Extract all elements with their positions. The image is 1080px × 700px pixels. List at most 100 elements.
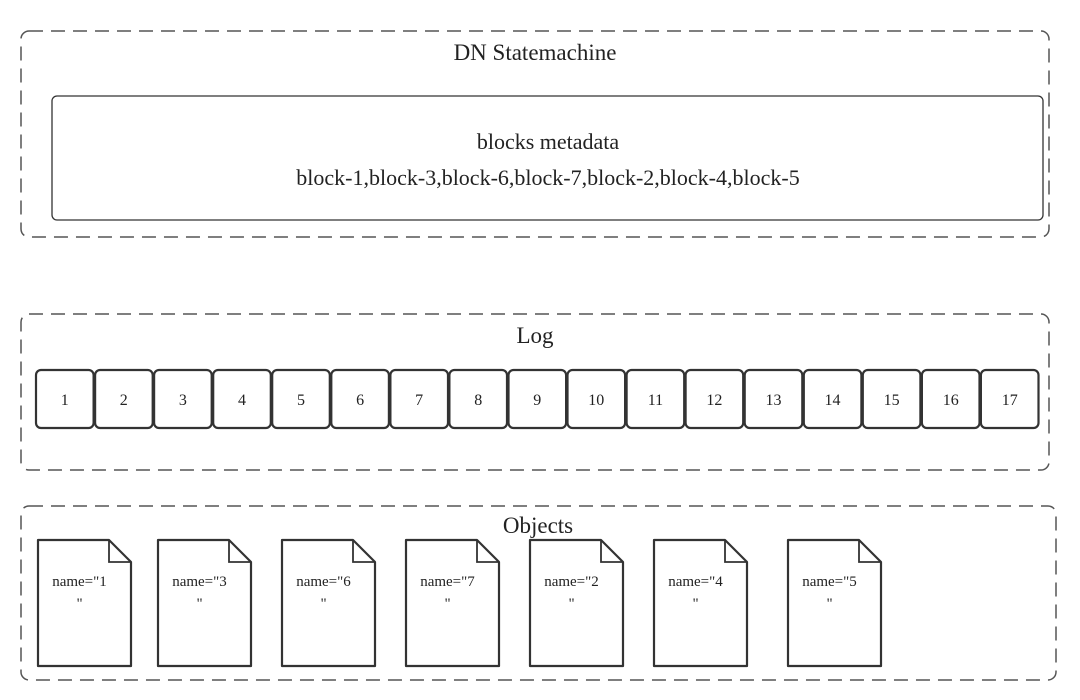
object-document: name="7 ": [404, 538, 501, 668]
log-entry-label: 11: [648, 392, 663, 409]
log-entry: 3: [153, 368, 213, 430]
document-fold-corner: [352, 540, 375, 563]
document-fold-corner: [724, 540, 747, 563]
log-entry-box: [34, 368, 95, 430]
document-fold-corner: [476, 540, 499, 563]
object-name-line2: ": [76, 596, 82, 612]
object-document: name="4 ": [652, 538, 749, 668]
log-entry-label: 16: [943, 392, 959, 409]
log-entry-box: [93, 368, 154, 430]
document-outline: [156, 538, 253, 668]
log-entry-label: 5: [297, 392, 305, 409]
object-document: name="5 ": [786, 538, 883, 668]
objects-title: Objects: [503, 513, 573, 538]
log-entry-label: 4: [238, 392, 246, 409]
log-entry: 9: [507, 368, 568, 430]
log-entry-box: [743, 368, 804, 430]
object-name-line2: ": [826, 596, 832, 612]
log-entry-label: 9: [533, 392, 541, 409]
log-entry: 12: [684, 368, 745, 430]
log-entry-box: [625, 368, 686, 430]
log-entry: 5: [271, 368, 331, 430]
log-entry: 8: [448, 368, 509, 430]
object-name-line2: ": [196, 596, 202, 612]
log-entry: 6: [330, 368, 390, 430]
log-entry-label: 6: [356, 392, 364, 409]
statemachine-title: DN Statemachine: [454, 40, 617, 65]
object-name-line1: name="4: [668, 574, 723, 590]
log-entry: 1: [34, 368, 95, 430]
log-entry: 4: [212, 368, 272, 430]
log-entry-label: 17: [1002, 392, 1018, 409]
log-entry: 7: [389, 368, 450, 430]
document-fold-corner: [108, 540, 131, 563]
log-entry-box: [802, 368, 863, 430]
document-outline: [404, 538, 501, 668]
object-document: name="3 ": [156, 538, 253, 668]
object-document: name="2": [528, 538, 625, 668]
log-entry-label: 14: [825, 392, 841, 409]
log-entry-box: [920, 368, 981, 430]
log-entry: 2: [93, 368, 154, 430]
log-entry-label: 3: [179, 392, 187, 409]
log-entry-label: 12: [706, 392, 722, 409]
document-outline: [36, 538, 133, 668]
log-entry-label: 1: [61, 392, 69, 409]
metadata-title: blocks metadata: [477, 129, 620, 154]
document-outline: [786, 538, 883, 668]
log-entry-box: [507, 368, 568, 430]
objects-section: Objects name="1 " name="3 " name="6 " name="7 "…: [20, 505, 1057, 681]
log-entry-label: 10: [588, 392, 604, 409]
document-fold-corner: [600, 540, 623, 563]
log-entry-box: [979, 368, 1040, 430]
log-boundary: [20, 313, 1050, 471]
log-entry-label: 8: [474, 392, 482, 409]
object-name-line1: name="3: [172, 574, 227, 590]
object-name-line1: name="6: [296, 574, 351, 590]
object-name-line2: ": [692, 596, 698, 612]
log-entry: 11: [625, 368, 686, 430]
object-name-line2: ": [444, 596, 450, 612]
document-outline: [652, 538, 749, 668]
log-entry-label: 15: [884, 392, 900, 409]
object-name-line1: name="2: [544, 574, 599, 590]
log-entry-box: [212, 368, 272, 430]
log-entry-box: [153, 368, 213, 430]
metadata-box: [51, 95, 1044, 221]
log-entry-box: [684, 368, 745, 430]
log-entry-box: [271, 368, 331, 430]
metadata-blocks-list: block-1,block-3,block-6,block-7,block-2,…: [296, 165, 799, 190]
log-title: Log: [516, 323, 554, 348]
object-document: name="6 ": [280, 538, 377, 668]
document-outline: [280, 538, 377, 668]
log-entry: 15: [861, 368, 922, 430]
objects-title-backdrop: [488, 511, 584, 539]
log-entry-label: 7: [415, 392, 423, 409]
object-name-line1: name="5: [802, 574, 857, 590]
log-entry-box: [566, 368, 627, 430]
log-entry-box: [861, 368, 922, 430]
object-name-line1: name="1: [52, 574, 107, 590]
log-entry-label: 2: [120, 392, 128, 409]
object-document: name="1 ": [36, 538, 133, 668]
object-name-line2: ": [320, 596, 326, 612]
statemachine-section: DN Statemachine blocks metadata block-1,…: [20, 30, 1050, 238]
log-entry: 16: [920, 368, 981, 430]
document-fold-corner: [228, 540, 251, 563]
log-entry: 17: [979, 368, 1040, 430]
log-entry: 13: [743, 368, 804, 430]
object-name-line1: name="7: [420, 574, 475, 590]
statemachine-boundary: [20, 30, 1050, 238]
document-fold-corner: [858, 540, 881, 563]
log-entry-box: [448, 368, 509, 430]
log-entry: 10: [566, 368, 627, 430]
log-entry-box: [389, 368, 450, 430]
log-entry-box: [330, 368, 390, 430]
objects-boundary: [20, 505, 1057, 681]
log-entry-label: 13: [766, 392, 782, 409]
object-documents: name="1"name="3"name="6"name="7"name="2"…: [36, 538, 883, 668]
document-outline: [528, 538, 625, 668]
